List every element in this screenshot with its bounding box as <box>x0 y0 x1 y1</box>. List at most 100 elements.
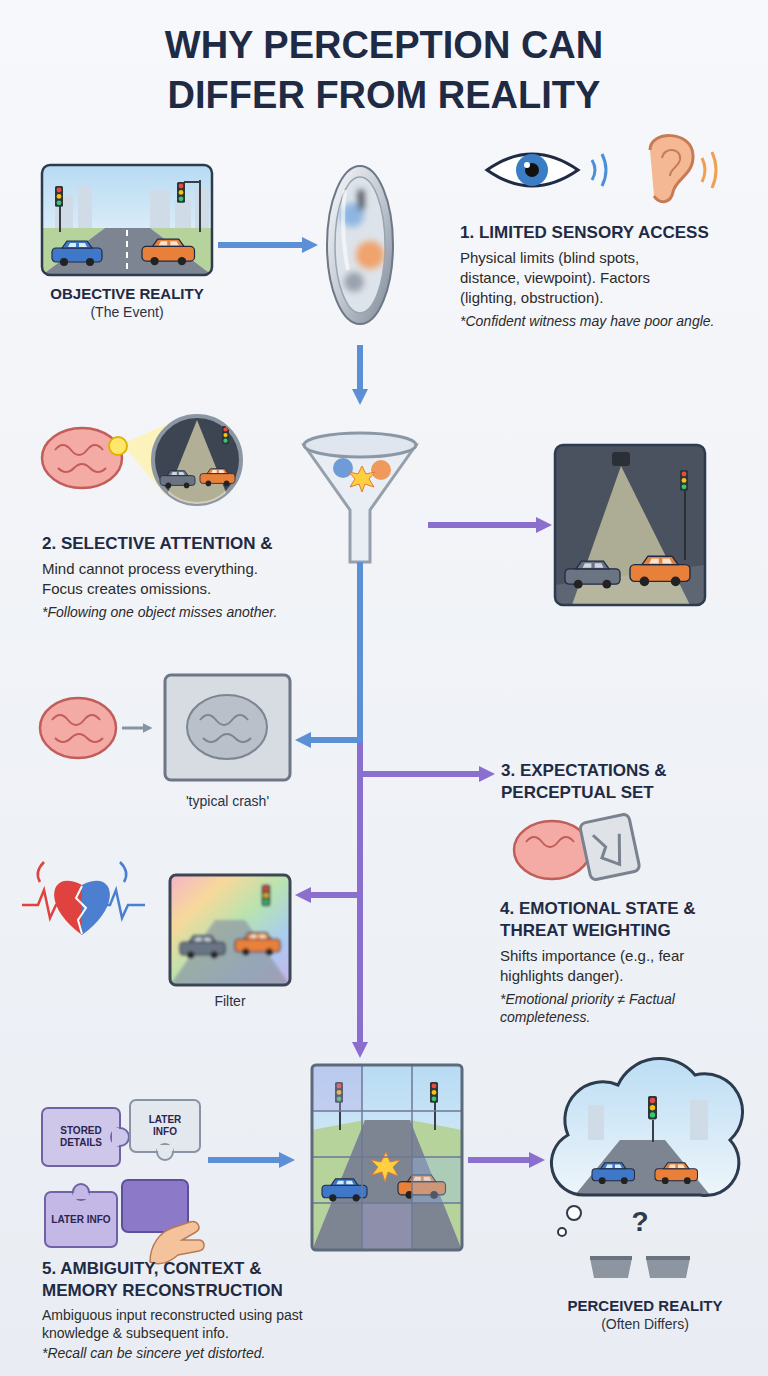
sound-waves <box>602 154 606 186</box>
brain-spotlight-icon <box>160 420 235 505</box>
filter-box-art <box>170 885 290 985</box>
flow-connector <box>307 635 360 740</box>
lens-icon <box>343 190 348 270</box>
brain-spotlight-icon <box>58 464 106 472</box>
spotlight-scene <box>555 452 705 605</box>
gap-icon <box>646 1256 690 1260</box>
eye-icon <box>525 163 539 177</box>
step-body: Physical limits (blind spots, distance, … <box>460 248 695 308</box>
filter-box-art <box>170 875 290 985</box>
expectation-icon <box>514 813 640 880</box>
sound-waves <box>592 160 595 180</box>
brain-spotlight-icon <box>153 416 241 504</box>
schema-box-art <box>187 695 267 759</box>
expectation-stage: 3. EXPECTATIONS & PERCEPTUAL SET <box>495 752 745 892</box>
heart-icon <box>38 862 44 882</box>
event-scene <box>42 165 212 275</box>
gap-icon <box>590 1258 632 1278</box>
puzzle-pieces <box>122 1180 188 1232</box>
event-scene <box>52 241 102 266</box>
spotlight-scene <box>555 445 705 605</box>
flow-arrow <box>428 522 540 528</box>
funnel-icon <box>371 460 391 480</box>
event-scene <box>195 188 209 230</box>
step-body: Ambiguous input reconstructed using past… <box>42 1306 337 1342</box>
spotlight-scene <box>630 556 690 586</box>
step-heading: 5. AMBIGUITY, CONTEXT & MEMORY RECONSTRU… <box>42 1258 337 1302</box>
gap-icon <box>590 1256 632 1260</box>
assembled-puzzle <box>430 1082 438 1103</box>
brain-spotlight-icon <box>42 428 122 488</box>
spotlight-scene <box>555 445 705 605</box>
spotlight-scene <box>612 452 630 466</box>
funnel-icon <box>349 466 375 492</box>
heart-icon <box>76 886 86 934</box>
brain-spotlight-icon <box>109 437 127 455</box>
gap-icon <box>646 1258 690 1278</box>
assembled-puzzle <box>312 1065 462 1250</box>
event-panel: OBJECTIVE REALITY(The Event) <box>36 160 218 330</box>
brain-spotlight-icon <box>222 426 229 444</box>
assembled-puzzle <box>312 1065 462 1250</box>
funnel-icon <box>333 458 353 478</box>
step-body: Shifts importance (e.g., fear highlights… <box>500 946 705 986</box>
brain-spotlight-icon <box>42 416 241 505</box>
text-column: Filter <box>165 992 295 1010</box>
caption: (The Event) <box>36 303 218 321</box>
thought-cloud <box>567 1206 581 1220</box>
ear-icon <box>662 150 680 176</box>
assembled-puzzle <box>322 1179 367 1202</box>
expectation-icon <box>579 813 640 880</box>
reconstruction-stage: 5. AMBIGUITY, CONTEXT & MEMORY RECONSTRU… <box>35 1058 468 1372</box>
assembled-puzzle <box>312 1065 462 1250</box>
text-column: LATER INFO <box>136 1114 194 1138</box>
thought-cloud <box>592 1163 635 1184</box>
lens-icon <box>344 272 364 292</box>
schema-box-art <box>165 675 290 780</box>
text-column: 1. LIMITED SENSORY ACCESSPhysical limits… <box>460 222 760 330</box>
lens-icon <box>335 177 385 313</box>
gap-icon <box>590 1256 690 1278</box>
schema-box-art <box>203 734 251 742</box>
event-scene <box>177 182 185 203</box>
lens-stage: 1. LIMITED SENSORY ACCESSPhysical limits… <box>318 140 765 345</box>
text-column: LATER INFO <box>51 1214 111 1226</box>
lens-icon <box>340 190 384 292</box>
assembled-puzzle <box>312 1065 462 1250</box>
expectation-icon <box>579 813 640 880</box>
flow-connector <box>468 1157 533 1163</box>
text-column: 3. EXPECTATIONS & PERCEPTUAL SET <box>501 760 741 808</box>
lens-icon <box>340 190 384 292</box>
piece-label: STORED DETAILS <box>46 1125 116 1149</box>
flow-connector <box>360 635 483 774</box>
caption: 'typical crash' <box>160 792 295 810</box>
perception-cloud: PERCEIVED REALITY(Often Differs) <box>545 1045 745 1340</box>
funnel-icon <box>304 445 416 562</box>
brain-icon <box>122 727 145 730</box>
thought-cloud <box>575 1140 710 1195</box>
puzzle-pieces <box>111 1128 129 1146</box>
brain-icon <box>55 734 103 742</box>
lens-icon <box>327 166 393 324</box>
filter-box-art <box>170 920 290 985</box>
expectation-icon <box>514 821 590 879</box>
brain-spotlight-icon <box>160 471 195 489</box>
eye-icon <box>487 154 578 186</box>
thought-cloud <box>545 1045 745 1205</box>
thought-cloud <box>652 1120 654 1142</box>
filter-box-art <box>170 875 290 985</box>
funnel-stage: 2. SELECTIVE ATTENTION &Mind cannot proc… <box>36 405 420 635</box>
heart-icon <box>120 862 126 882</box>
title: WHY PERCEPTION CAN DIFFER FROM REALITY <box>104 20 664 120</box>
thought-cloud <box>551 1058 742 1195</box>
caption: (Often Differs) <box>545 1315 745 1333</box>
thought-cloud <box>655 1163 698 1184</box>
event-scene <box>142 239 195 265</box>
brain-spotlight-icon <box>55 445 103 455</box>
lens-icon <box>356 241 384 269</box>
thought-cloud <box>690 1100 708 1140</box>
heart-icon <box>22 862 145 935</box>
puzzle-pieces <box>42 1108 120 1166</box>
heart-icon <box>104 890 145 918</box>
